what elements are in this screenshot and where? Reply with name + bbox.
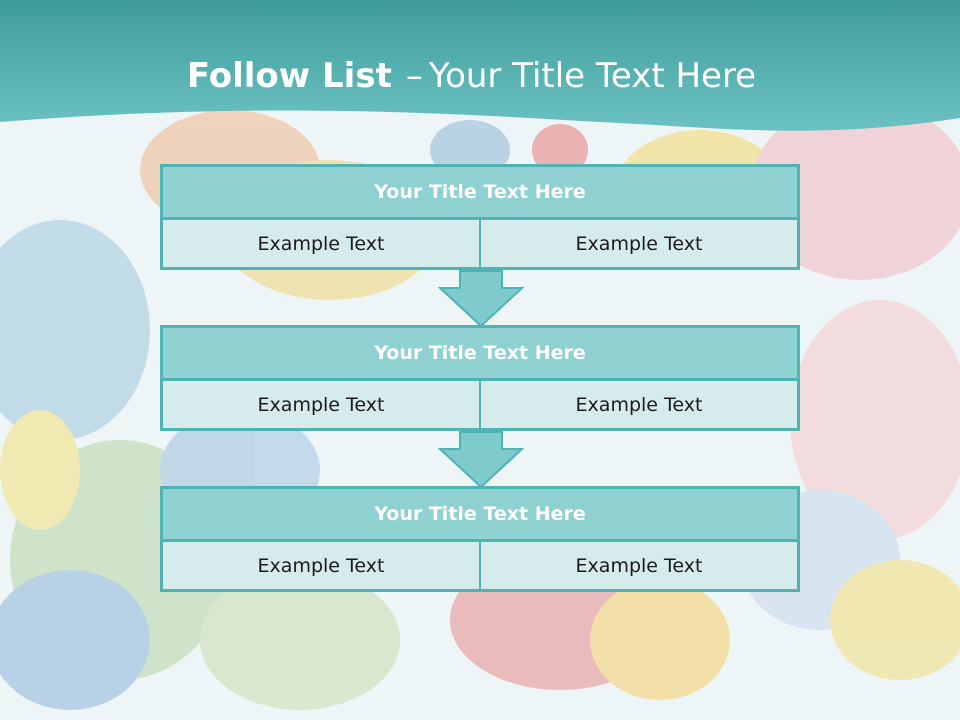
slide-title-bold: Follow List [186, 56, 392, 96]
step-row: Example Text Example Text [160, 381, 800, 431]
step-block-1: Your Title Text Here Example Text Exampl… [160, 164, 800, 270]
step-heading: Your Title Text Here [160, 325, 800, 381]
step-cell-right: Example Text [480, 220, 800, 270]
step-cell-right: Example Text [480, 542, 800, 592]
step-row: Example Text Example Text [160, 542, 800, 592]
down-arrow-icon [438, 431, 524, 489]
step-block-3: Your Title Text Here Example Text Exampl… [160, 486, 800, 592]
slide-title-rest: Your Title Text Here [428, 56, 757, 96]
slide-title-separator: – [405, 56, 423, 96]
step-heading: Your Title Text Here [160, 486, 800, 542]
step-row: Example Text Example Text [160, 220, 800, 270]
step-cell-left: Example Text [160, 381, 480, 431]
slide-title: Follow List–Your Title Text Here [0, 56, 943, 96]
down-arrow-icon [438, 270, 524, 328]
step-cell-right: Example Text [480, 381, 800, 431]
step-cell-left: Example Text [160, 542, 480, 592]
step-heading: Your Title Text Here [160, 164, 800, 220]
step-block-2: Your Title Text Here Example Text Exampl… [160, 325, 800, 431]
step-cell-left: Example Text [160, 220, 480, 270]
